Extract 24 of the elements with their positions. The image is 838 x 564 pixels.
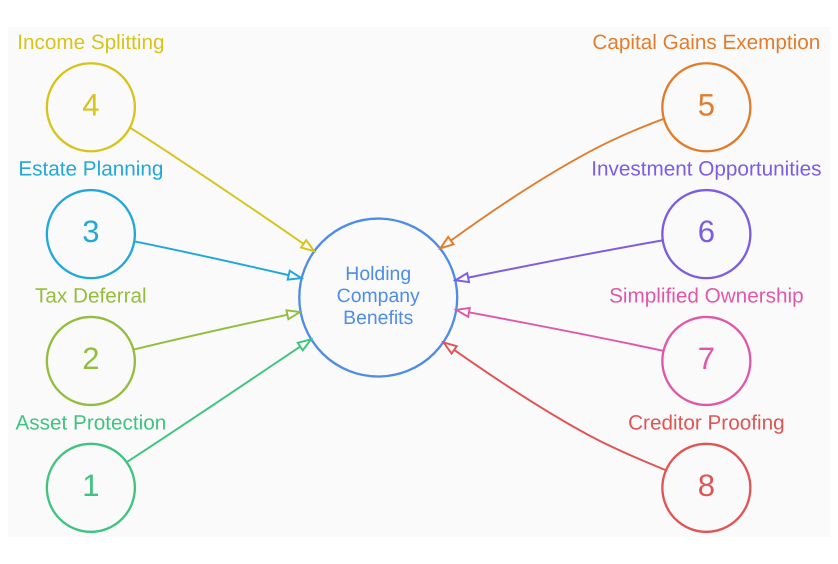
node-circle: 7 (661, 316, 752, 406)
node-circle: 3 (46, 188, 136, 280)
arrow (441, 340, 666, 472)
arrow (126, 338, 314, 463)
arrow (134, 240, 304, 281)
node-circle: 1 (46, 442, 136, 533)
arrow (453, 306, 664, 352)
node-label: Simplified Ownership (609, 284, 804, 308)
node-circle: 2 (46, 316, 136, 406)
arrow (452, 239, 663, 284)
node-circle: 6 (661, 188, 752, 280)
node-circle: 5 (661, 62, 752, 152)
arrow (438, 118, 664, 250)
node-label: Investment Opportunities (591, 158, 822, 181)
arrow (133, 309, 303, 351)
node-circle: 4 (46, 62, 136, 152)
node-label: Estate Planning (18, 158, 164, 181)
arrow (129, 126, 317, 253)
node-label: Income Splitting (17, 30, 165, 54)
node-label: Tax Deferral (35, 284, 147, 308)
node-label: Capital Gains Exemption (592, 30, 820, 54)
node-label: Creditor Proofing (628, 411, 785, 434)
node-circle: 8 (661, 442, 752, 533)
node-label: Asset Protection (15, 411, 166, 434)
